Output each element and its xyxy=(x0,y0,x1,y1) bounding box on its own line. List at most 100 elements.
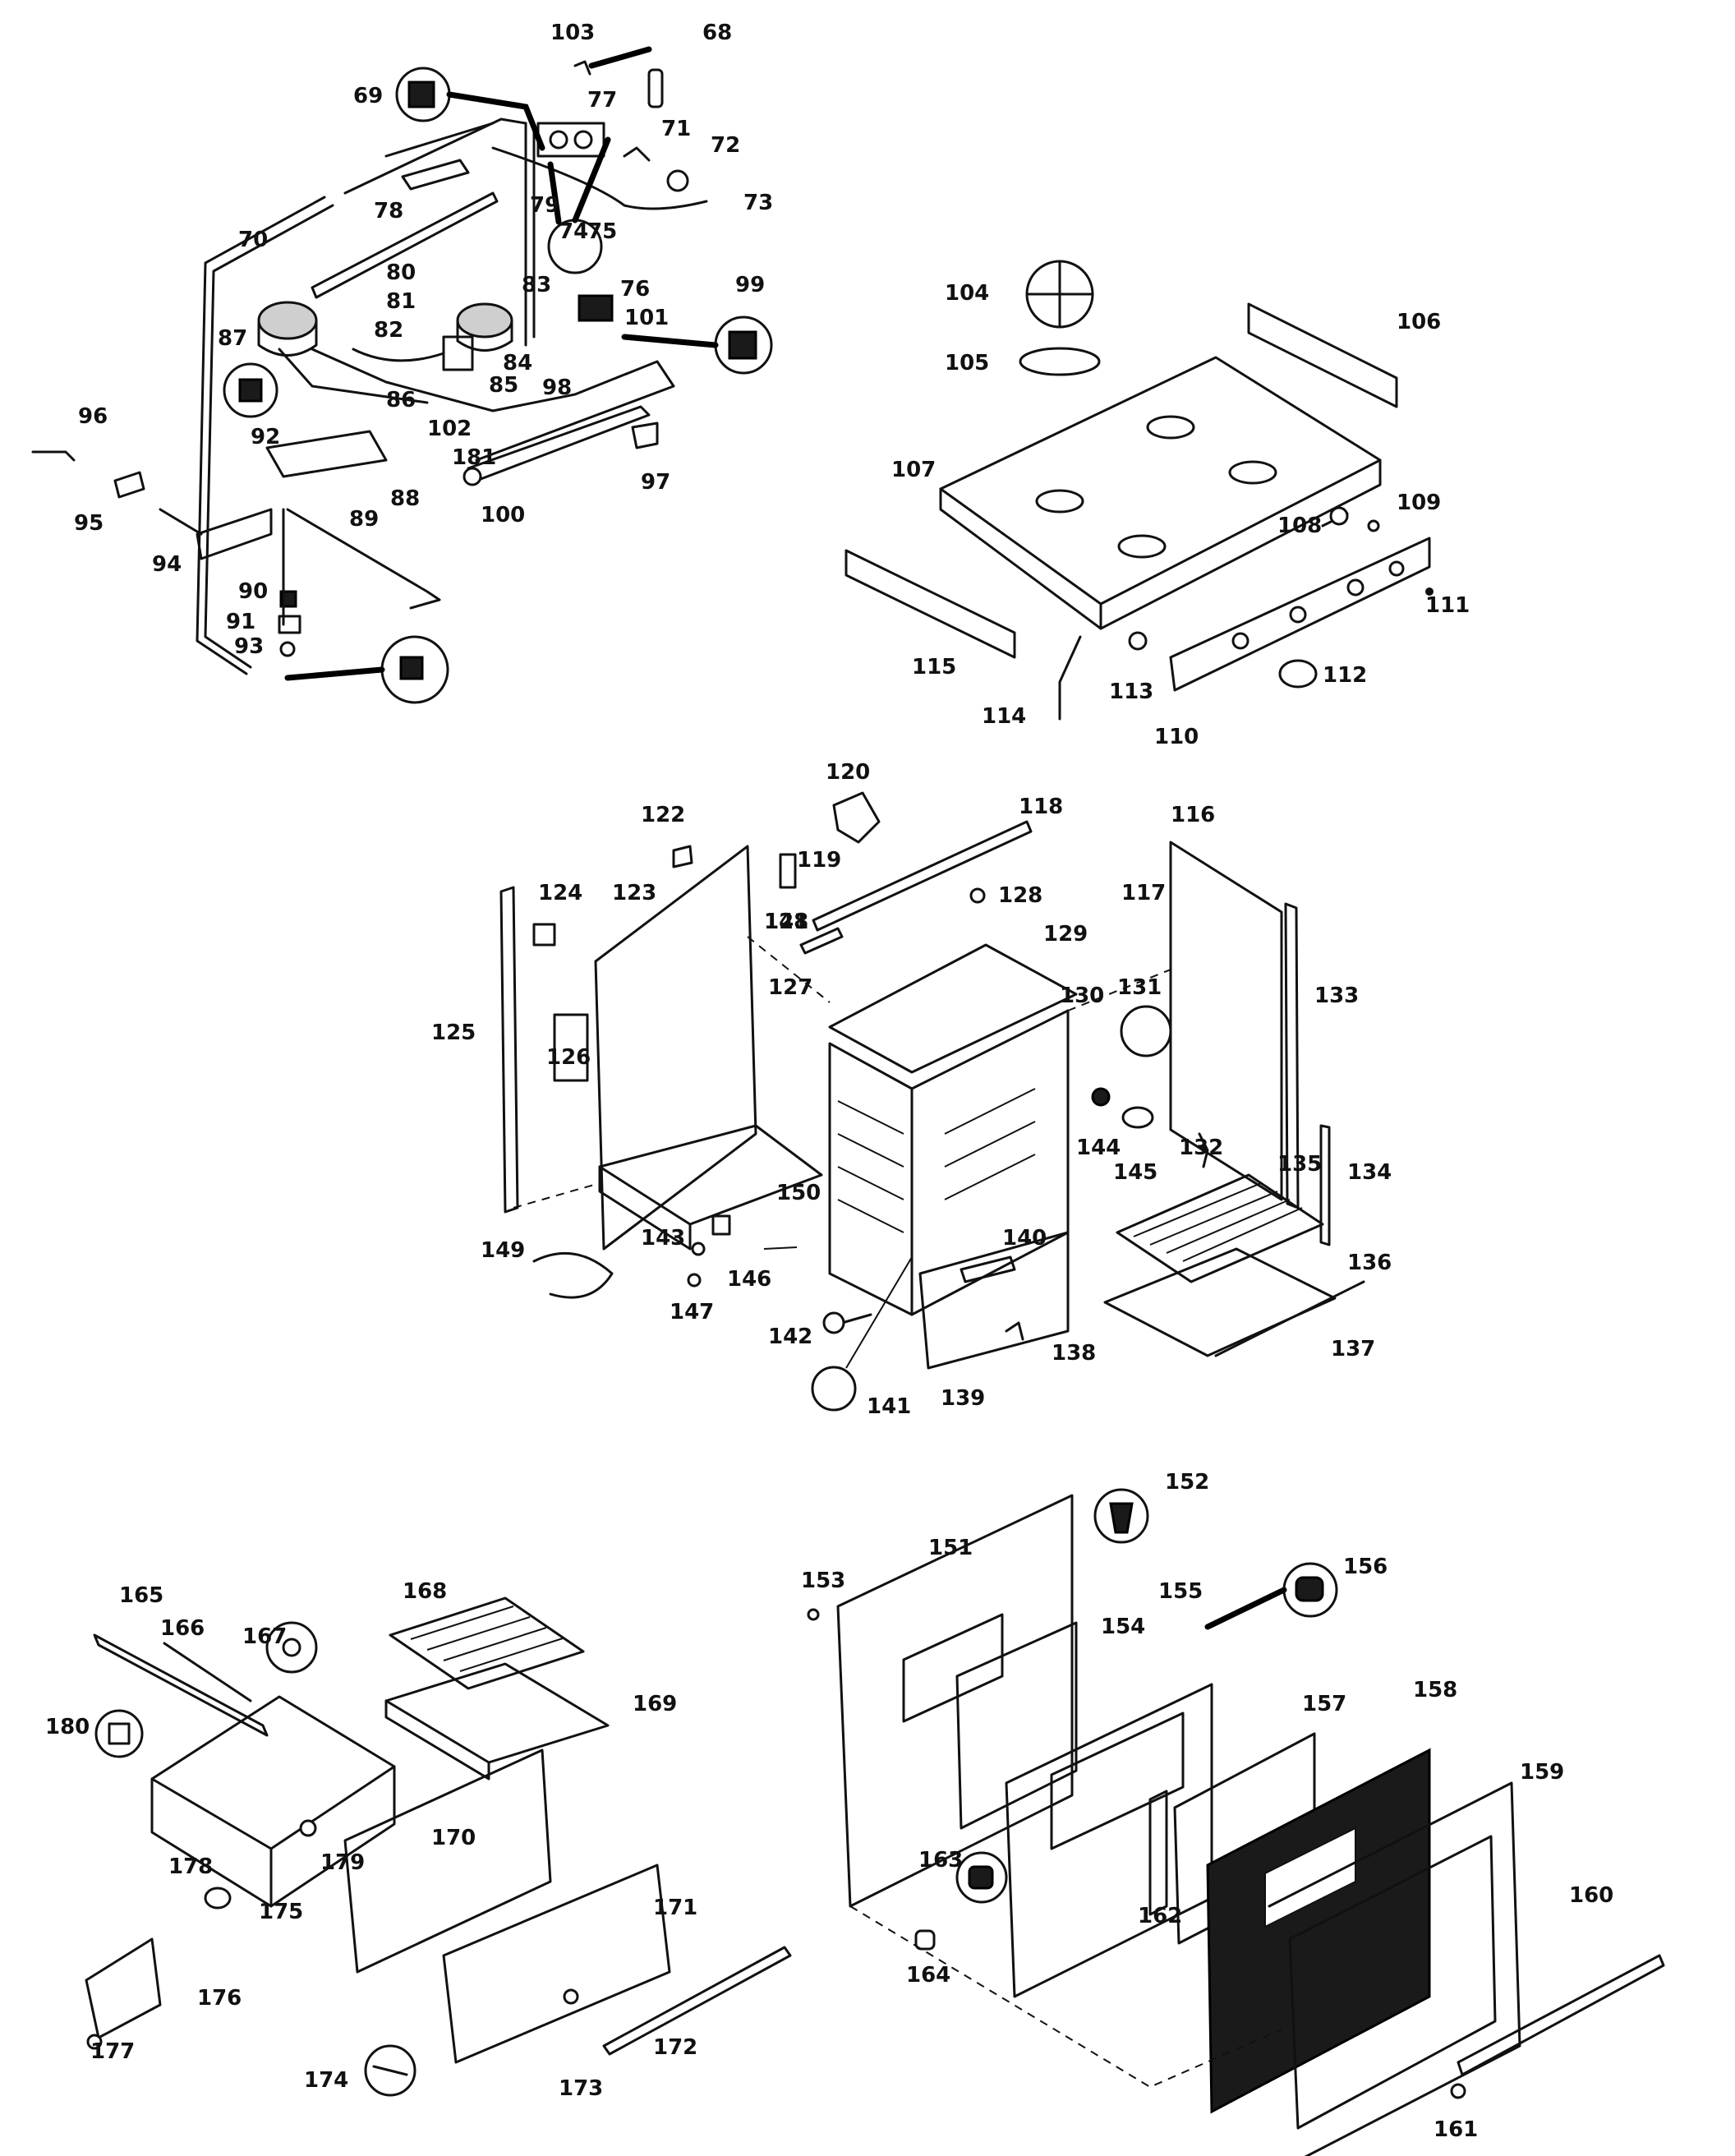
part-label-168: 168 xyxy=(403,1579,447,1604)
part-label-127: 127 xyxy=(768,975,812,1000)
part-label-87: 87 xyxy=(218,326,247,351)
part-label-157: 157 xyxy=(1302,1692,1346,1716)
part-label-96: 96 xyxy=(78,404,108,429)
part-label-103: 103 xyxy=(550,21,595,45)
screw-153 xyxy=(807,1608,820,1621)
part-label-76: 76 xyxy=(620,277,650,302)
part-128 xyxy=(969,887,986,904)
liner-155 xyxy=(1005,1683,1213,1998)
bracket-97 xyxy=(631,422,659,449)
part-137 xyxy=(1214,1280,1365,1357)
part-label-124: 124 xyxy=(538,881,582,905)
hinge-162 xyxy=(1148,1790,1168,1916)
part-label-175: 175 xyxy=(259,1900,303,1924)
fitting-93 xyxy=(279,641,296,657)
part-label-117: 117 xyxy=(1121,881,1166,905)
part-label-137: 137 xyxy=(1331,1337,1375,1361)
part-113 xyxy=(1128,631,1148,651)
part-121 xyxy=(779,853,797,889)
part-label-93: 93 xyxy=(234,634,264,659)
upper-manifold xyxy=(343,117,527,195)
part-label-126: 126 xyxy=(546,1045,591,1070)
part-label-134: 134 xyxy=(1347,1160,1392,1185)
part-177 xyxy=(86,2034,103,2050)
part-label-167: 167 xyxy=(242,1624,287,1649)
part-label-144: 144 xyxy=(1076,1136,1121,1160)
part-label-156: 156 xyxy=(1343,1555,1388,1579)
part-147 xyxy=(687,1273,702,1288)
part-label-99: 99 xyxy=(735,273,765,297)
igniter-94 xyxy=(196,508,273,560)
bracket-176 xyxy=(85,1937,162,2039)
part-label-105: 105 xyxy=(945,351,989,375)
part-label-160: 160 xyxy=(1569,1883,1613,1908)
part-label-112: 112 xyxy=(1323,663,1367,688)
part-label-155: 155 xyxy=(1158,1579,1203,1604)
part-label-162: 162 xyxy=(1138,1904,1182,1928)
part-label-119: 119 xyxy=(797,848,841,873)
part-label-72: 72 xyxy=(711,133,740,158)
part-label-179: 179 xyxy=(320,1850,365,1875)
fitting-91 xyxy=(278,615,301,634)
part-144 xyxy=(1091,1087,1111,1107)
part-label-106: 106 xyxy=(1397,310,1441,334)
cooktop-assembly xyxy=(844,260,1434,721)
part-127 xyxy=(799,927,844,955)
part-label-73: 73 xyxy=(743,191,773,215)
oven-door-assembly xyxy=(807,1488,1665,2156)
part-label-180: 180 xyxy=(45,1715,90,1739)
part-179 xyxy=(299,1819,317,1837)
part-label-153: 153 xyxy=(801,1569,845,1593)
part-140 xyxy=(960,1255,1016,1283)
module-85 xyxy=(442,335,474,371)
cable-149 xyxy=(532,1251,614,1299)
part-71 xyxy=(623,146,651,162)
part-label-136: 136 xyxy=(1347,1251,1392,1275)
part-label-90: 90 xyxy=(238,579,268,604)
part-label-108: 108 xyxy=(1277,514,1322,538)
knob-112 xyxy=(1278,659,1318,689)
control-panel-110 xyxy=(1169,537,1431,692)
part-label-89: 89 xyxy=(349,507,379,532)
part-label-71: 71 xyxy=(661,117,691,141)
kick-plate-139 xyxy=(918,1231,1070,1370)
drawer-171 xyxy=(442,1863,671,2064)
gas-pipe-70 xyxy=(196,196,326,675)
part-label-131: 131 xyxy=(1117,975,1162,1000)
part-label-176: 176 xyxy=(197,1986,242,2011)
part-label-118: 118 xyxy=(1019,795,1063,819)
part-173 xyxy=(563,1988,579,2005)
part-label-135: 135 xyxy=(1277,1152,1322,1177)
part-label-116: 116 xyxy=(1171,803,1215,827)
part-label-128: 128 xyxy=(998,883,1042,908)
part-164 xyxy=(914,1929,936,1951)
part-label-84: 84 xyxy=(503,351,532,375)
part-label-177: 177 xyxy=(90,2039,135,2064)
part-label-88: 88 xyxy=(390,486,420,511)
part-label-95: 95 xyxy=(74,511,104,536)
part-label-140: 140 xyxy=(1002,1226,1047,1251)
burner-tube-78 xyxy=(311,191,499,299)
part-label-146: 146 xyxy=(727,1267,771,1292)
pan-169 xyxy=(384,1662,610,1764)
oven-box-130 xyxy=(828,1042,914,1316)
bracket-122 xyxy=(672,845,693,868)
part-label-165: 165 xyxy=(119,1583,163,1608)
part-label-166: 166 xyxy=(160,1616,205,1641)
part-label-130: 130 xyxy=(1060,984,1104,1008)
glass-158 xyxy=(1206,1748,1431,2114)
part-label-125: 125 xyxy=(431,1020,476,1045)
plate-88 xyxy=(265,430,388,478)
part-label-107: 107 xyxy=(891,458,936,482)
part-label-91: 91 xyxy=(226,610,255,634)
part-label-174: 174 xyxy=(304,2068,348,2093)
part-103 xyxy=(573,60,591,76)
part-label-123: 123 xyxy=(612,881,656,905)
part-124 xyxy=(532,923,556,947)
hinge-120 xyxy=(832,791,881,844)
trim-115 xyxy=(844,549,1016,659)
part-label-151: 151 xyxy=(928,1536,973,1560)
part-label-122: 122 xyxy=(641,803,685,827)
part-label-132: 132 xyxy=(1179,1136,1223,1160)
